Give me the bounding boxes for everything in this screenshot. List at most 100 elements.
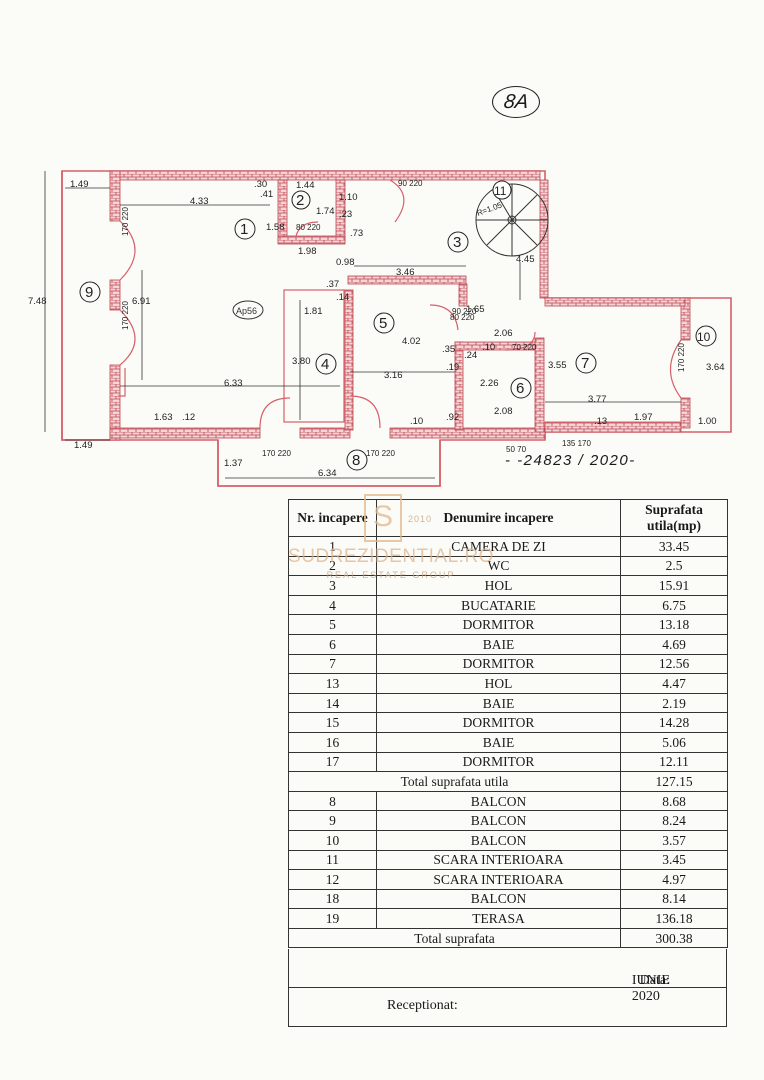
dim-label: 3.64 <box>706 362 725 373</box>
cell-nr: 12 <box>288 869 377 890</box>
dim-label: 2.08 <box>494 406 513 417</box>
total-area: 300.38 <box>620 927 728 949</box>
dim-label: 3.46 <box>396 267 415 278</box>
cell-nr: 6 <box>288 633 377 655</box>
dim-label: .24 <box>464 350 477 361</box>
kitchen-outline <box>283 289 345 423</box>
cell-name: TERASA <box>376 908 621 929</box>
date-cell: Data: IUNIE 2020 <box>288 949 727 1004</box>
page-id-circle: 8A <box>492 86 540 118</box>
svg-text:4: 4 <box>321 356 329 373</box>
dim-label: 1.98 <box>298 246 317 257</box>
dim-label: 1.81 <box>304 306 323 317</box>
room-marker-2: 2 <box>291 190 311 210</box>
rooms-table: Nr. incapere Denumire incapere Suprafata… <box>288 499 728 949</box>
spiral-stair <box>475 183 549 257</box>
cell-area: 8.14 <box>620 888 728 910</box>
dim-label: 6.33 <box>224 378 243 389</box>
cell-nr: 16 <box>288 731 377 753</box>
cell-nr: 4 <box>288 594 377 616</box>
cell-name: HOL <box>376 575 621 596</box>
door-arc-4 <box>349 395 381 429</box>
dim-label: 1.97 <box>634 412 653 423</box>
cell-area: 4.47 <box>620 673 728 694</box>
header-area: Suprafata utila(mp) <box>620 499 728 537</box>
dim-label: 1.00 <box>698 416 717 427</box>
cell-name: DORMITOR <box>376 653 621 675</box>
cell-nr: 17 <box>288 751 377 773</box>
wall-int-3 <box>534 337 545 433</box>
dim-label: 3.80 <box>292 356 311 367</box>
wall-bottom-c <box>389 427 546 439</box>
cell-area: 15.91 <box>620 575 728 596</box>
cell-nr: 18 <box>288 888 377 910</box>
dim-label: .14 <box>336 292 349 303</box>
dim-label: 6.34 <box>318 468 337 479</box>
cell-nr: 11 <box>288 849 377 871</box>
cell-name: BAIE <box>376 731 621 753</box>
wall-hall-right <box>458 283 468 307</box>
dim-label: 3.16 <box>384 370 403 381</box>
door-label: 170 220 <box>121 301 130 330</box>
cell-name: BUCATARIE <box>376 594 621 616</box>
header-name: Denumire incapere <box>376 499 621 537</box>
dim-label: 6.91 <box>132 296 151 307</box>
floor-plan: 1.49 4.33 .30 .41 1.44 1.74 1.10 .23 1.5… <box>28 170 732 487</box>
wall-wc-bottom <box>277 235 346 245</box>
wall-stair <box>539 179 549 299</box>
dim-label: 1.74 <box>316 206 335 217</box>
door-label: 50 70 <box>506 445 527 454</box>
dim-label: .12 <box>182 412 195 423</box>
door-label: 170 220 <box>366 449 395 458</box>
door-arc-3 <box>259 397 291 429</box>
cell-area: 136.18 <box>620 908 728 929</box>
wall-int-1 <box>344 289 354 431</box>
door-arc-10 <box>118 368 126 397</box>
received-cell: Receptionat: <box>288 988 727 1027</box>
door-arc-1 <box>119 220 136 281</box>
door-label: 80 220 <box>296 223 321 232</box>
dim-label: 3.55 <box>548 360 567 371</box>
cell-nr: 8 <box>288 790 377 812</box>
cell-area: 12.11 <box>620 751 728 773</box>
wall-right-b <box>680 397 691 429</box>
cell-name: HOL <box>376 673 621 694</box>
door-label: 170 220 <box>262 449 291 458</box>
cell-nr: 5 <box>288 614 377 635</box>
total-label: Total suprafata <box>288 927 621 949</box>
cell-nr: 3 <box>288 575 377 596</box>
room-marker-4: 4 <box>315 353 337 375</box>
room-marker-10: 10 <box>695 325 717 347</box>
dim-label: 4.02 <box>402 336 421 347</box>
cell-name: DORMITOR <box>376 614 621 635</box>
svg-text:2: 2 <box>296 192 304 209</box>
cell-name: DORMITOR <box>376 712 621 733</box>
room-marker-6: 6 <box>510 377 532 399</box>
cell-nr: 19 <box>288 908 377 929</box>
cell-nr: 9 <box>288 810 377 831</box>
svg-text:8: 8 <box>352 452 360 469</box>
total-useful-label: Total suprafata utila <box>288 771 621 792</box>
dim-label: 1.65 <box>466 304 485 315</box>
cell-name: BAIE <box>376 633 621 655</box>
door-arc-9 <box>295 221 319 237</box>
dim-label: .10 <box>410 416 423 427</box>
cell-area: 4.97 <box>620 869 728 890</box>
cell-name: SCARA INTERIOARA <box>376 849 621 871</box>
svg-text:1: 1 <box>240 221 248 238</box>
room-marker-8: 8 <box>346 449 368 471</box>
cell-area: 5.06 <box>620 731 728 753</box>
